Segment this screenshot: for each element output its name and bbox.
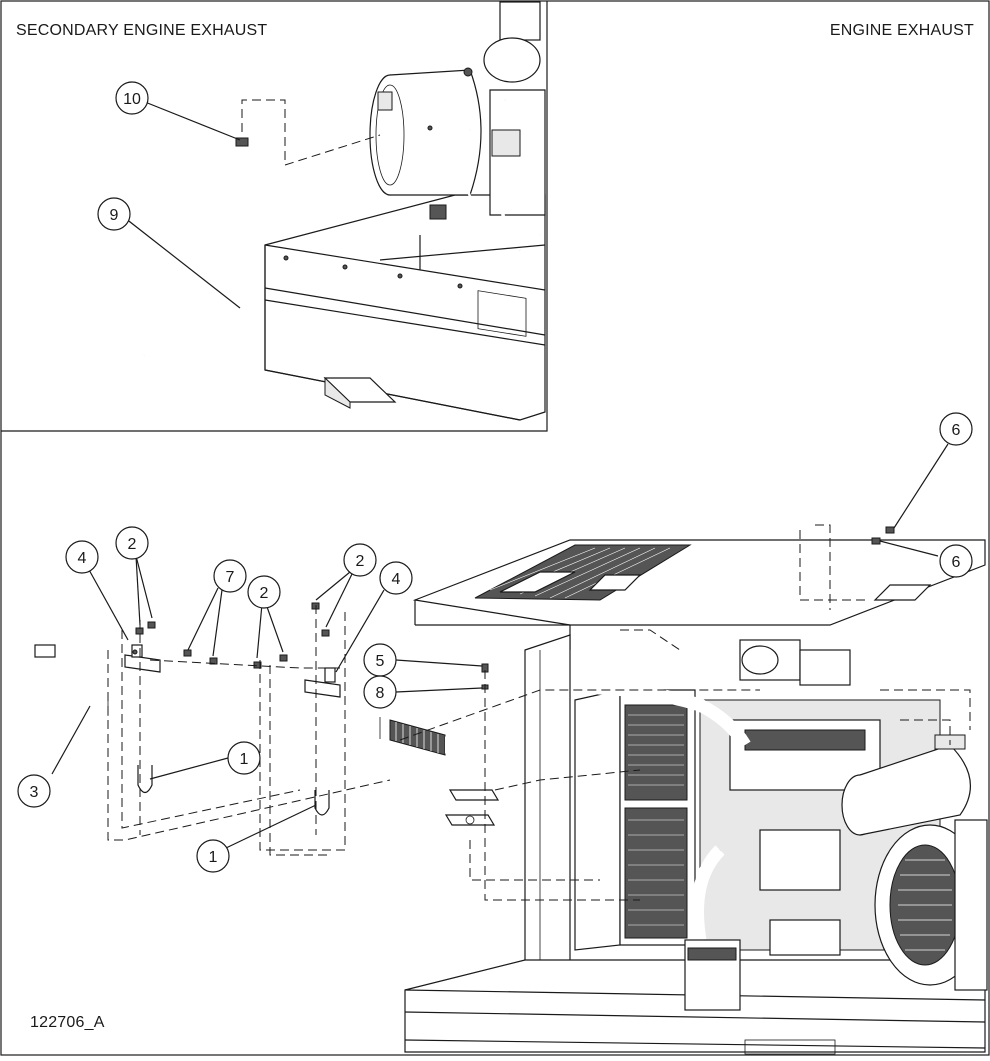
svg-text:2: 2	[260, 585, 269, 602]
callout-4-left: 4	[65, 540, 99, 574]
inset-frame	[1, 1, 548, 432]
svg-text:4: 4	[392, 571, 401, 588]
hose-part-9	[142, 170, 244, 356]
inset-generator-housing	[264, 194, 546, 421]
svg-text:2: 2	[356, 553, 365, 570]
u-bolt-part-1-left	[137, 765, 153, 794]
svg-text:2: 2	[128, 536, 137, 553]
radiator	[574, 689, 696, 951]
callout-1-upper: 1	[227, 741, 261, 775]
clamp-part-10	[235, 137, 249, 147]
inset-muffler	[369, 67, 482, 196]
inset-exhaust-pipe	[379, 1, 546, 270]
svg-text:1: 1	[240, 751, 249, 768]
callout-4-right: 4	[379, 561, 413, 595]
callout-1-lower: 1	[196, 839, 230, 873]
callout-2-middle: 2	[247, 575, 281, 609]
svg-text:9: 9	[110, 207, 119, 224]
callout-9: 9	[97, 197, 131, 231]
svg-text:8: 8	[376, 685, 385, 702]
callout-2-right: 2	[343, 543, 377, 577]
exhaust-pipe-part-3	[34, 644, 391, 739]
callout-3: 3	[17, 774, 51, 808]
callout-8: 8	[363, 675, 397, 709]
bracket-part-4-left	[124, 644, 161, 673]
assembly-paths	[107, 524, 971, 901]
hardware-nuts	[135, 602, 330, 669]
flex-bellows	[389, 719, 500, 826]
leader-lines	[51, 99, 949, 849]
callout-10: 10	[115, 81, 149, 115]
drawing-number: 122706_A	[30, 1014, 105, 1031]
svg-text:5: 5	[376, 653, 385, 670]
svg-text:1: 1	[209, 849, 218, 866]
inset-assembly-path	[241, 99, 381, 166]
muffler-main	[841, 734, 971, 836]
svg-text:3: 3	[30, 784, 39, 801]
main-title: ENGINE EXHAUST	[829, 22, 974, 39]
svg-text:7: 7	[226, 569, 235, 586]
inset-title: SECONDARY ENGINE EXHAUST	[16, 22, 268, 39]
alternator	[874, 819, 988, 991]
svg-text:10: 10	[123, 91, 141, 108]
callout-5: 5	[363, 643, 397, 677]
callout-7: 7	[213, 559, 247, 593]
svg-text:6: 6	[952, 422, 961, 439]
callout-2-left: 2	[115, 526, 149, 560]
svg-text:6: 6	[952, 554, 961, 571]
callout-6-upper: 6	[939, 412, 973, 446]
svg-text:4: 4	[78, 550, 87, 567]
u-bolt-part-1-right	[314, 790, 330, 816]
bracket-part-4-right	[304, 667, 341, 698]
callout-6-lower: 6	[939, 544, 973, 578]
